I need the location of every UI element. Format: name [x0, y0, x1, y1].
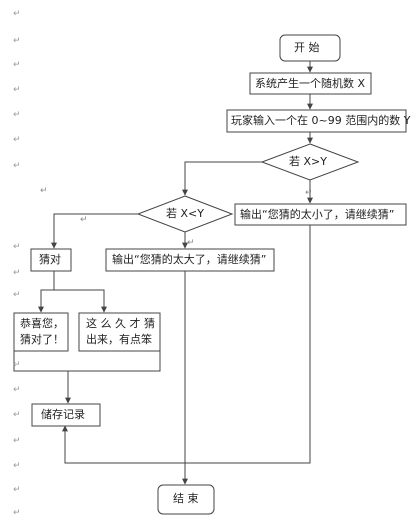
edge-correct-congrats — [38, 271, 55, 313]
paragraph-mark: ↵ — [305, 188, 313, 198]
margin-mark: ↵ — [13, 135, 21, 145]
generate-label: 系统产生一个随机数 X — [255, 77, 366, 90]
congrats-box — [13, 312, 69, 352]
cond-lt-label: 若 X<Y — [166, 207, 204, 220]
margin-mark: ↵ — [13, 9, 21, 19]
edge-congrats-merge — [13, 345, 161, 372]
input-label: 玩家输入一个在 0~99 范围内的数 Y — [231, 114, 411, 127]
margin-mark: ↵ — [13, 508, 21, 518]
margin-mark: ↵ — [13, 290, 21, 300]
slow-box — [78, 312, 161, 352]
save-label: 储存记录 — [41, 408, 85, 421]
margin-mark: ↵ — [13, 242, 21, 252]
edge-cond-lt-no — [51, 213, 138, 249]
cond-gt-label: 若 X>Y — [289, 155, 327, 168]
paragraph-mark: ↵ — [40, 186, 48, 196]
margin-mark: ↵ — [13, 268, 21, 278]
input-box — [226, 109, 407, 133]
margin-mark: ↵ — [13, 85, 21, 95]
msg-big-label: 输出“您猜的太大了，请继续猜” — [112, 253, 267, 266]
margin-mark: ↵ — [13, 161, 21, 171]
margin-mark: ↵ — [13, 110, 21, 120]
slow-label-line1: 这 么 久 才 猜 — [86, 317, 155, 330]
margin-mark: ↵ — [13, 410, 21, 420]
correct-box — [30, 248, 72, 272]
margin-mark: ↵ — [13, 360, 21, 370]
paragraph-mark: ↵ — [80, 215, 88, 225]
congrats-label-line1: 恭喜您， — [20, 317, 64, 330]
margin-mark: ↵ — [13, 436, 21, 446]
end-label: 结 束 — [173, 492, 199, 505]
margin-mark: ↵ — [13, 461, 21, 471]
end-box — [157, 484, 215, 515]
edge-msg-small-end — [62, 225, 311, 464]
slow-label-line2: 出来，有点笨 — [86, 333, 152, 346]
start-label: 开 始 — [294, 41, 320, 54]
margin-mark: ↵ — [13, 485, 21, 495]
edge-correct-slow — [54, 289, 107, 313]
edge-cond-gt-no — [182, 161, 262, 196]
congrats-label-line2: 猜对了！ — [20, 333, 64, 346]
msg-small-label: 输出“您猜的太小了，请继续猜” — [240, 208, 395, 221]
msg-big-box — [105, 248, 275, 272]
msg-small-box — [234, 203, 407, 226]
correct-label: 猜对 — [39, 253, 61, 266]
margin-mark: ↵ — [13, 60, 21, 70]
paragraph-mark: ↵ — [187, 238, 195, 248]
margin-mark: ↵ — [13, 385, 21, 395]
margin-mark: ↵ — [13, 36, 21, 46]
